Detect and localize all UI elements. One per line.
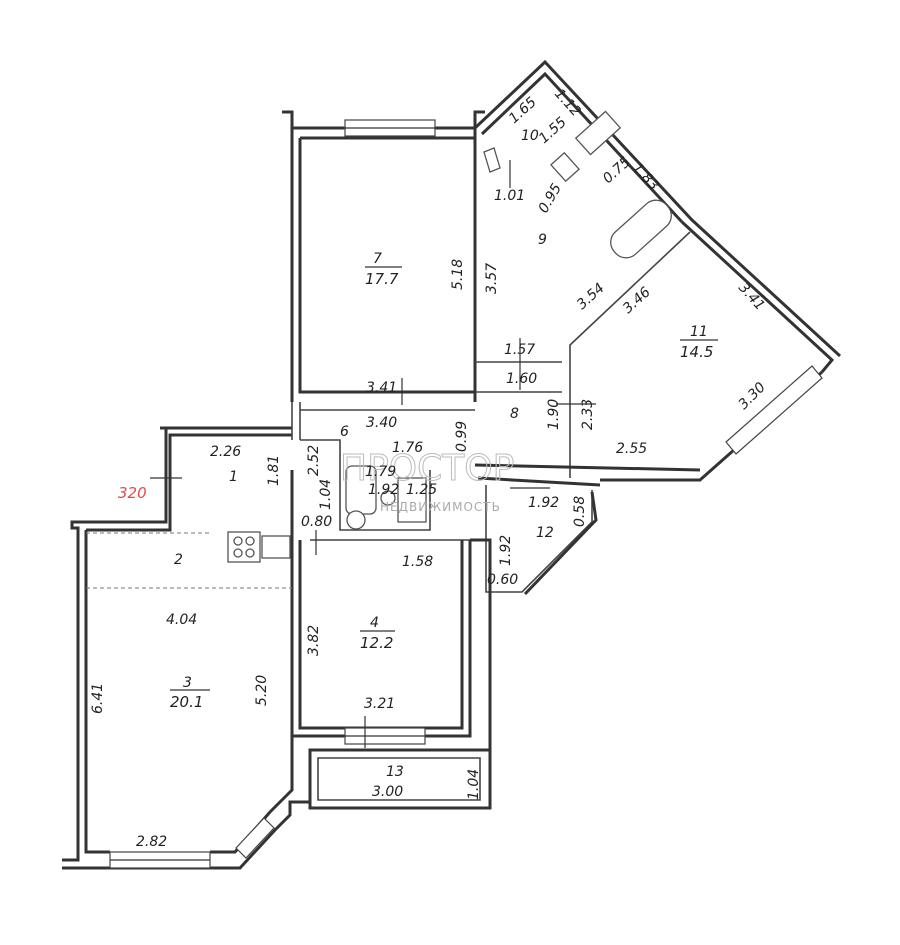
dim-1-90: 1.90 bbox=[546, 399, 562, 430]
dim-1-55: 1.55 bbox=[536, 114, 570, 147]
dim-4-04: 4.04 bbox=[166, 612, 197, 628]
room-11-area: 14.5 bbox=[680, 343, 713, 361]
dim-0-95: 0.95 bbox=[536, 181, 565, 216]
dim-3-41-a: 3.41 bbox=[366, 380, 397, 396]
dim-1-65: 1.65 bbox=[506, 94, 540, 127]
dim-3-00: 3.00 bbox=[372, 784, 403, 800]
watermark-bottom: НЕДВИЖИМОСТЬ bbox=[380, 500, 501, 514]
dim-1-58: 1.58 bbox=[402, 554, 433, 570]
dim-3-54: 3.54 bbox=[574, 280, 608, 313]
stove-icon bbox=[227, 531, 261, 563]
dim-5-18: 5.18 bbox=[450, 259, 466, 290]
room-12-number: 12 bbox=[536, 525, 554, 541]
dim-3-40: 3.40 bbox=[366, 415, 397, 431]
dim-1-04-a: 1.04 bbox=[318, 479, 334, 510]
room-9-number: 9 bbox=[538, 232, 547, 248]
room-4-number: 4 bbox=[370, 615, 379, 631]
room-7-number: 7 bbox=[373, 251, 382, 267]
dim-2-33: 2.33 bbox=[580, 399, 596, 430]
room-10-number: 10 bbox=[521, 128, 539, 144]
room-13-number: 13 bbox=[386, 764, 404, 780]
toilet-icon bbox=[483, 147, 501, 173]
dim-0-58: 0.58 bbox=[572, 496, 588, 527]
dim-0-99: 0.99 bbox=[454, 421, 470, 452]
dim-2-55: 2.55 bbox=[616, 441, 647, 457]
washbasin-icon bbox=[346, 510, 366, 530]
sink-icon bbox=[261, 535, 291, 559]
room-2-number: 2 bbox=[174, 552, 183, 568]
room-6-number: 6 bbox=[340, 424, 349, 440]
dimensions: 320 2.26 1.81 2.52 1.04 0.80 1.76 1.79 1… bbox=[90, 86, 769, 850]
bathtub-icon bbox=[610, 199, 672, 259]
dim-6-41: 6.41 bbox=[90, 683, 106, 714]
dim-1-12: 1.12 bbox=[551, 86, 584, 120]
dim-1-76: 1.76 bbox=[392, 440, 423, 456]
dim-1-92-b: 1.92 bbox=[368, 482, 399, 498]
dim-1-60: 1.60 bbox=[506, 371, 537, 387]
dim-0-75: 0.75 bbox=[600, 154, 634, 187]
watermark: ПРОСТОР НЕДВИЖИМОСТЬ bbox=[340, 448, 515, 515]
room-labels: 1 2 3 20.1 4 12.2 6 7 17.7 8 9 10 11 14.… bbox=[170, 128, 718, 780]
dim-1-92-d: 1.92 bbox=[498, 535, 514, 566]
dim-2-52: 2.52 bbox=[306, 445, 322, 476]
dim-1-92-c: 1.92 bbox=[528, 495, 559, 511]
annotation-320: 320 bbox=[118, 484, 147, 502]
dim-3-82: 3.82 bbox=[306, 625, 322, 656]
dim-3-46: 3.46 bbox=[620, 284, 654, 317]
dim-1-25: 1.25 bbox=[406, 482, 437, 498]
dim-1-79: 1.79 bbox=[365, 464, 396, 480]
fixtures bbox=[227, 110, 672, 563]
dim-1-81: 1.81 bbox=[266, 455, 282, 486]
room-8-number: 8 bbox=[510, 406, 519, 422]
room-4-area: 12.2 bbox=[360, 634, 393, 652]
dim-0-60: 0.60 bbox=[487, 572, 518, 588]
room-3-number: 3 bbox=[183, 675, 192, 691]
dim-5-20: 5.20 bbox=[254, 675, 270, 706]
dim-1-04-b: 1.04 bbox=[466, 769, 482, 800]
dim-1-01: 1.01 bbox=[494, 188, 525, 204]
dim-0-80: 0.80 bbox=[301, 514, 332, 530]
room-3-area: 20.1 bbox=[170, 693, 203, 711]
dim-2-82: 2.82 bbox=[136, 834, 167, 850]
room-7-area: 17.7 bbox=[365, 270, 399, 288]
windows bbox=[109, 119, 823, 869]
dim-2-26: 2.26 bbox=[210, 444, 241, 460]
dim-3-57: 3.57 bbox=[484, 263, 500, 294]
watermark-top: ПРОСТОР bbox=[340, 448, 514, 489]
dim-1-83: 1.83 bbox=[629, 160, 662, 194]
room-1-number: 1 bbox=[229, 469, 238, 485]
room-11-number: 11 bbox=[690, 324, 708, 340]
dim-3-21: 3.21 bbox=[364, 696, 395, 712]
